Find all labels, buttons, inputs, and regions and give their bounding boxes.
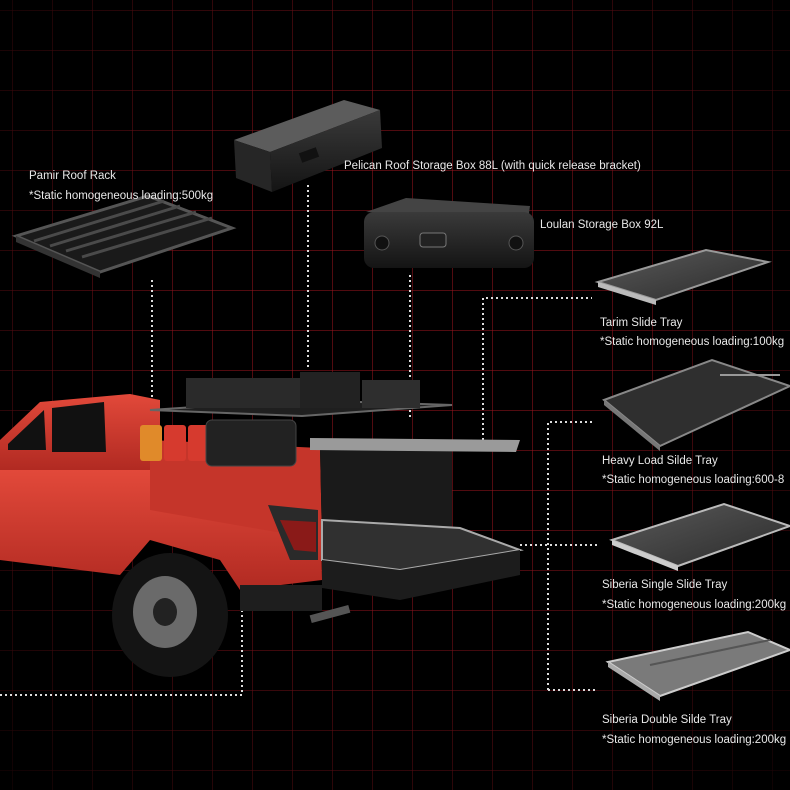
siberia-double-tray-image <box>605 630 790 701</box>
pamir-rack-name: Pamir Roof Rack <box>29 170 116 182</box>
loulan-box-name: Loulan Storage Box 92L <box>540 219 664 231</box>
leader-left-low <box>0 610 243 696</box>
pelican-box-image <box>234 100 382 192</box>
heavy-tray-image <box>602 358 790 451</box>
siberia-double-name: Siberia Double Silde Tray <box>602 714 732 726</box>
truck-image <box>0 372 524 677</box>
loulan-box-image <box>364 198 534 268</box>
pamir-rack-spec: *Static homogeneous loading:500kg <box>29 190 214 202</box>
leader-tarim <box>482 297 592 440</box>
siberia-double-spec: *Static homogeneous loading:200kg <box>602 734 787 746</box>
siberia-single-tray-image <box>609 502 790 571</box>
siberia-single-name: Siberia Single Slide Tray <box>602 579 728 591</box>
tarim-tray-spec: *Static homogeneous loading:100kg <box>600 336 785 348</box>
siberia-single-spec: *Static homogeneous loading:200kg <box>602 599 787 611</box>
leader-heavy <box>547 421 592 690</box>
pamir-roof-rack-image <box>11 194 237 278</box>
heavy-tray-name: Heavy Load Silde Tray <box>602 455 718 467</box>
pelican-box-name: Pelican Roof Storage Box 88L (with quick… <box>344 160 641 172</box>
tarim-tray-name: Tarim Slide Tray <box>600 317 683 329</box>
heavy-tray-spec: *Static homogeneous loading:600-8 <box>602 474 785 486</box>
tarim-tray-image <box>594 248 772 305</box>
